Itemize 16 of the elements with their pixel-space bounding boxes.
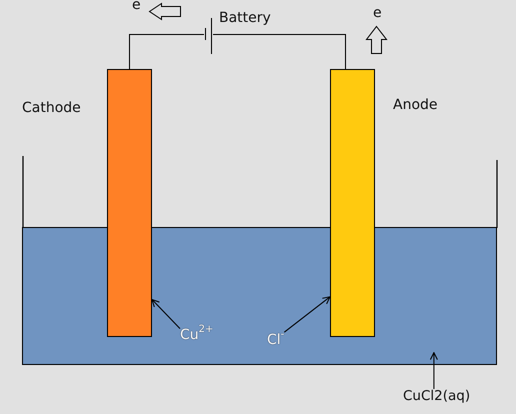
electron-label: e bbox=[132, 0, 141, 11]
ion-label: Cu$^{2+}$ bbox=[180, 325, 214, 343]
battery-label: Battery bbox=[219, 10, 271, 26]
electrode-label: Cathode bbox=[22, 100, 81, 116]
arrow bbox=[284, 296, 330, 333]
anode-electrode bbox=[330, 69, 375, 337]
wire bbox=[212, 34, 346, 70]
electron-label: e bbox=[373, 8, 382, 19]
battery-symbol bbox=[204, 18, 213, 54]
cathode-electrode bbox=[107, 69, 152, 337]
wire bbox=[129, 34, 204, 70]
ion-label: Cl$^{-}$ bbox=[267, 330, 284, 348]
arrow bbox=[152, 299, 180, 330]
electrode-label: Anode bbox=[393, 97, 438, 113]
solution-label: CuCl2(aq) bbox=[403, 389, 470, 404]
leader-line bbox=[430, 352, 438, 390]
